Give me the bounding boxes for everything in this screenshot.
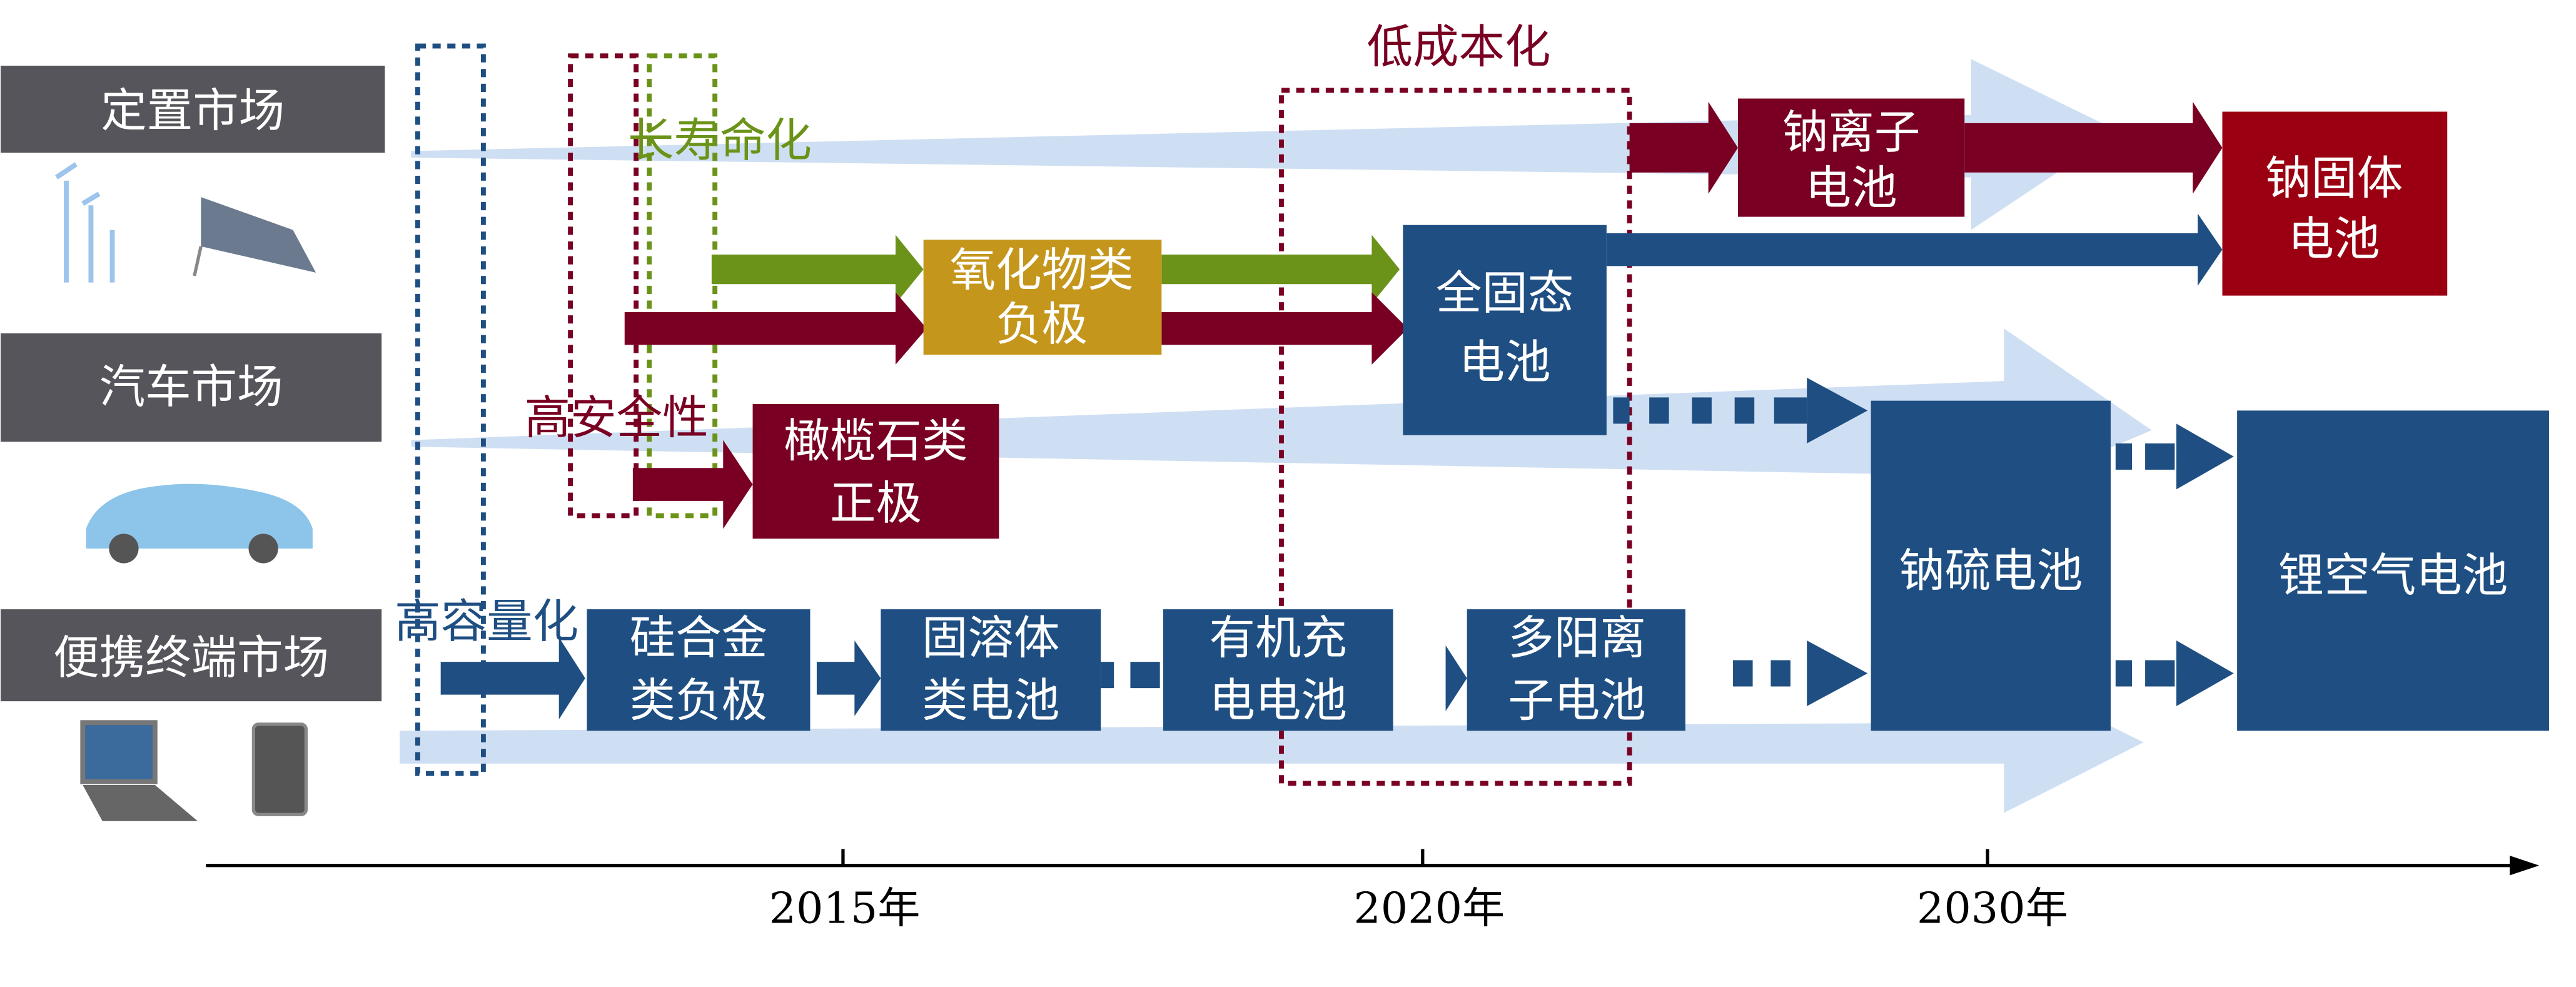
box-sodium-solid-line2: 电池	[2288, 213, 2380, 266]
car-icon	[86, 483, 313, 564]
box-li-air	[2237, 410, 2549, 731]
box-organic-line2: 电电池	[1209, 674, 1347, 727]
arrow-maroon-1	[624, 292, 927, 365]
box-solid-solution-line1: 固溶体	[922, 612, 1060, 665]
tick-label-2030: 2030年	[1917, 884, 2068, 934]
arrow-blue-8	[2176, 640, 2234, 707]
box-sodium-sulfur	[1871, 400, 2111, 731]
box-solid-solution	[881, 609, 1101, 731]
arrow-green-1	[711, 235, 924, 304]
high-safety-dashed-region	[568, 53, 639, 519]
arrow-blue-2	[440, 637, 585, 720]
box-organic-line1: 有机充	[1209, 612, 1347, 665]
box-li-air-text: 锂空气电池	[2278, 549, 2508, 602]
arrow-green-2	[1161, 235, 1400, 304]
box-multivalent-line1: 多阳离	[1508, 612, 1646, 665]
box-sodium-ion-line2: 电池	[1806, 162, 1897, 215]
wind-turbine-icon	[55, 162, 115, 283]
box-organic	[1163, 609, 1393, 731]
box-sodium-ion-line1: 钠离子	[1782, 106, 1920, 159]
arrow-blue-6	[2176, 423, 2234, 490]
arrow-blue-1	[1606, 213, 2223, 286]
arrow-maroon-5	[1964, 101, 2223, 194]
box-olivine-cathode	[752, 403, 999, 539]
arrow-blue-7	[1807, 640, 1868, 707]
tablet-icon	[251, 722, 308, 816]
arrow-blue-5	[1807, 377, 1868, 443]
dotted-connectors	[1101, 397, 2175, 689]
box-all-solid-state	[1403, 225, 1607, 435]
box-si-alloy	[587, 609, 811, 731]
theme-label-low-cost: 低成本化	[1367, 21, 1551, 74]
box-si-alloy-line1: 硅合金	[630, 612, 767, 665]
market-label-stationary	[1, 66, 385, 153]
box-olivine-cathode-line1: 橄榄石类	[784, 415, 967, 468]
theme-label-high-capacity: 高容量化	[395, 595, 578, 649]
market-label-automotive	[1, 333, 382, 442]
market-band-portable	[400, 673, 2144, 813]
tick-label-2020: 2020年	[1353, 884, 1505, 934]
market-label-automotive-text: 汽车市场	[99, 360, 283, 413]
high-capacity-dashed-region	[415, 43, 486, 776]
box-olivine-cathode-line2: 正极	[830, 477, 922, 530]
arrow-maroon-3	[632, 440, 753, 529]
laptop-icon	[80, 720, 198, 821]
arrow-maroon-2	[1161, 292, 1408, 365]
box-solid-solution-line2: 类电池	[922, 674, 1060, 727]
arrow-blue-3	[816, 640, 881, 716]
market-label-stationary-text: 定置市场	[101, 84, 285, 138]
box-si-alloy-line2: 类负极	[630, 674, 767, 727]
box-all-solid-state-line2: 电池	[1459, 336, 1551, 389]
box-all-solid-state-line1: 全固态	[1436, 267, 1574, 320]
theme-label-high-safety: 高安全性	[525, 392, 709, 445]
box-sodium-solid	[2222, 111, 2448, 296]
tick-label-2015: 2015年	[769, 884, 921, 934]
solar-panel-icon	[193, 197, 316, 276]
market-label-portable-text: 便携终端市场	[53, 632, 329, 685]
market-label-portable	[1, 609, 382, 702]
theme-label-long-life: 长寿命化	[628, 114, 812, 167]
timeline-arrowhead	[2509, 855, 2540, 876]
market-band-stationary	[411, 59, 2119, 230]
arrow-maroon-4	[1629, 101, 1738, 194]
arrow-blue-4	[1445, 645, 1467, 711]
box-multivalent	[1467, 609, 1685, 731]
box-multivalent-line2: 子电池	[1508, 674, 1646, 727]
long-life-dashed-region	[647, 53, 718, 519]
box-oxide-anode	[923, 240, 1162, 355]
box-sodium-sulfur-text: 钠硫电池	[1899, 544, 2083, 597]
low-cost-dashed-region	[1279, 88, 1632, 786]
box-oxide-anode-line1: 氧化物类	[950, 244, 1134, 297]
box-sodium-solid-line1: 钠固体	[2265, 152, 2403, 205]
box-oxide-anode-line2: 负极	[996, 298, 1088, 352]
box-sodium-ion	[1737, 98, 1965, 217]
